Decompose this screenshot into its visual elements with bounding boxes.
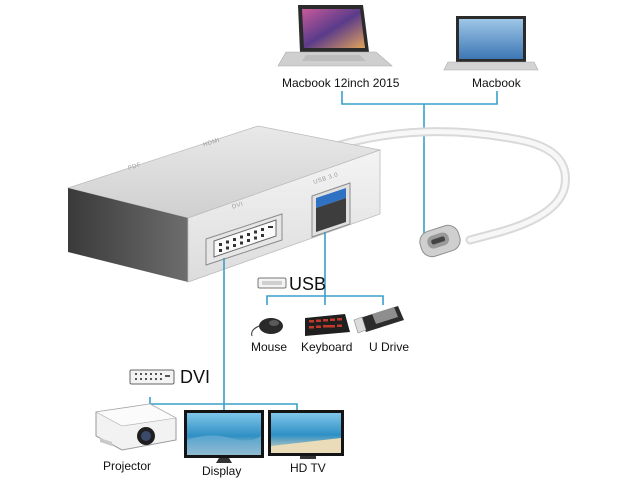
usb-c-plug-icon xyxy=(419,224,461,258)
laptop-right-label: Macbook xyxy=(472,76,521,90)
laptop-connector xyxy=(341,91,498,240)
laptop-left-icon xyxy=(277,5,393,67)
usb-drive-icon xyxy=(353,306,404,334)
dvi-port-icon xyxy=(205,213,283,266)
device-label-display: Display xyxy=(202,464,242,478)
dvi-symbol-icon xyxy=(129,369,175,385)
device-label-u-drive: U Drive xyxy=(369,340,410,354)
device-label-projector: Projector xyxy=(103,459,152,473)
tv-icon xyxy=(268,410,344,459)
usb-port-icon xyxy=(311,182,351,238)
usb-symbol-icon xyxy=(257,277,287,289)
device-label-mouse: Mouse xyxy=(251,340,288,354)
device-label-hd-tv: HD TV xyxy=(290,461,326,475)
adapter-body xyxy=(66,125,382,283)
keyboard-icon xyxy=(305,314,350,336)
mouse-icon xyxy=(251,318,283,337)
projector-icon xyxy=(95,403,177,451)
usb-connector xyxy=(266,232,384,305)
usb-c-cable xyxy=(325,127,570,245)
usb-group-title: USB xyxy=(289,274,327,294)
monitor-icon xyxy=(184,410,264,463)
device-label-keyboard: Keyboard xyxy=(301,340,353,354)
dvi-group-title: DVI xyxy=(180,367,211,387)
laptop-right-icon xyxy=(443,16,539,71)
laptop-left-label: Macbook 12inch 2015 xyxy=(282,76,400,90)
dvi-connector xyxy=(149,258,298,410)
